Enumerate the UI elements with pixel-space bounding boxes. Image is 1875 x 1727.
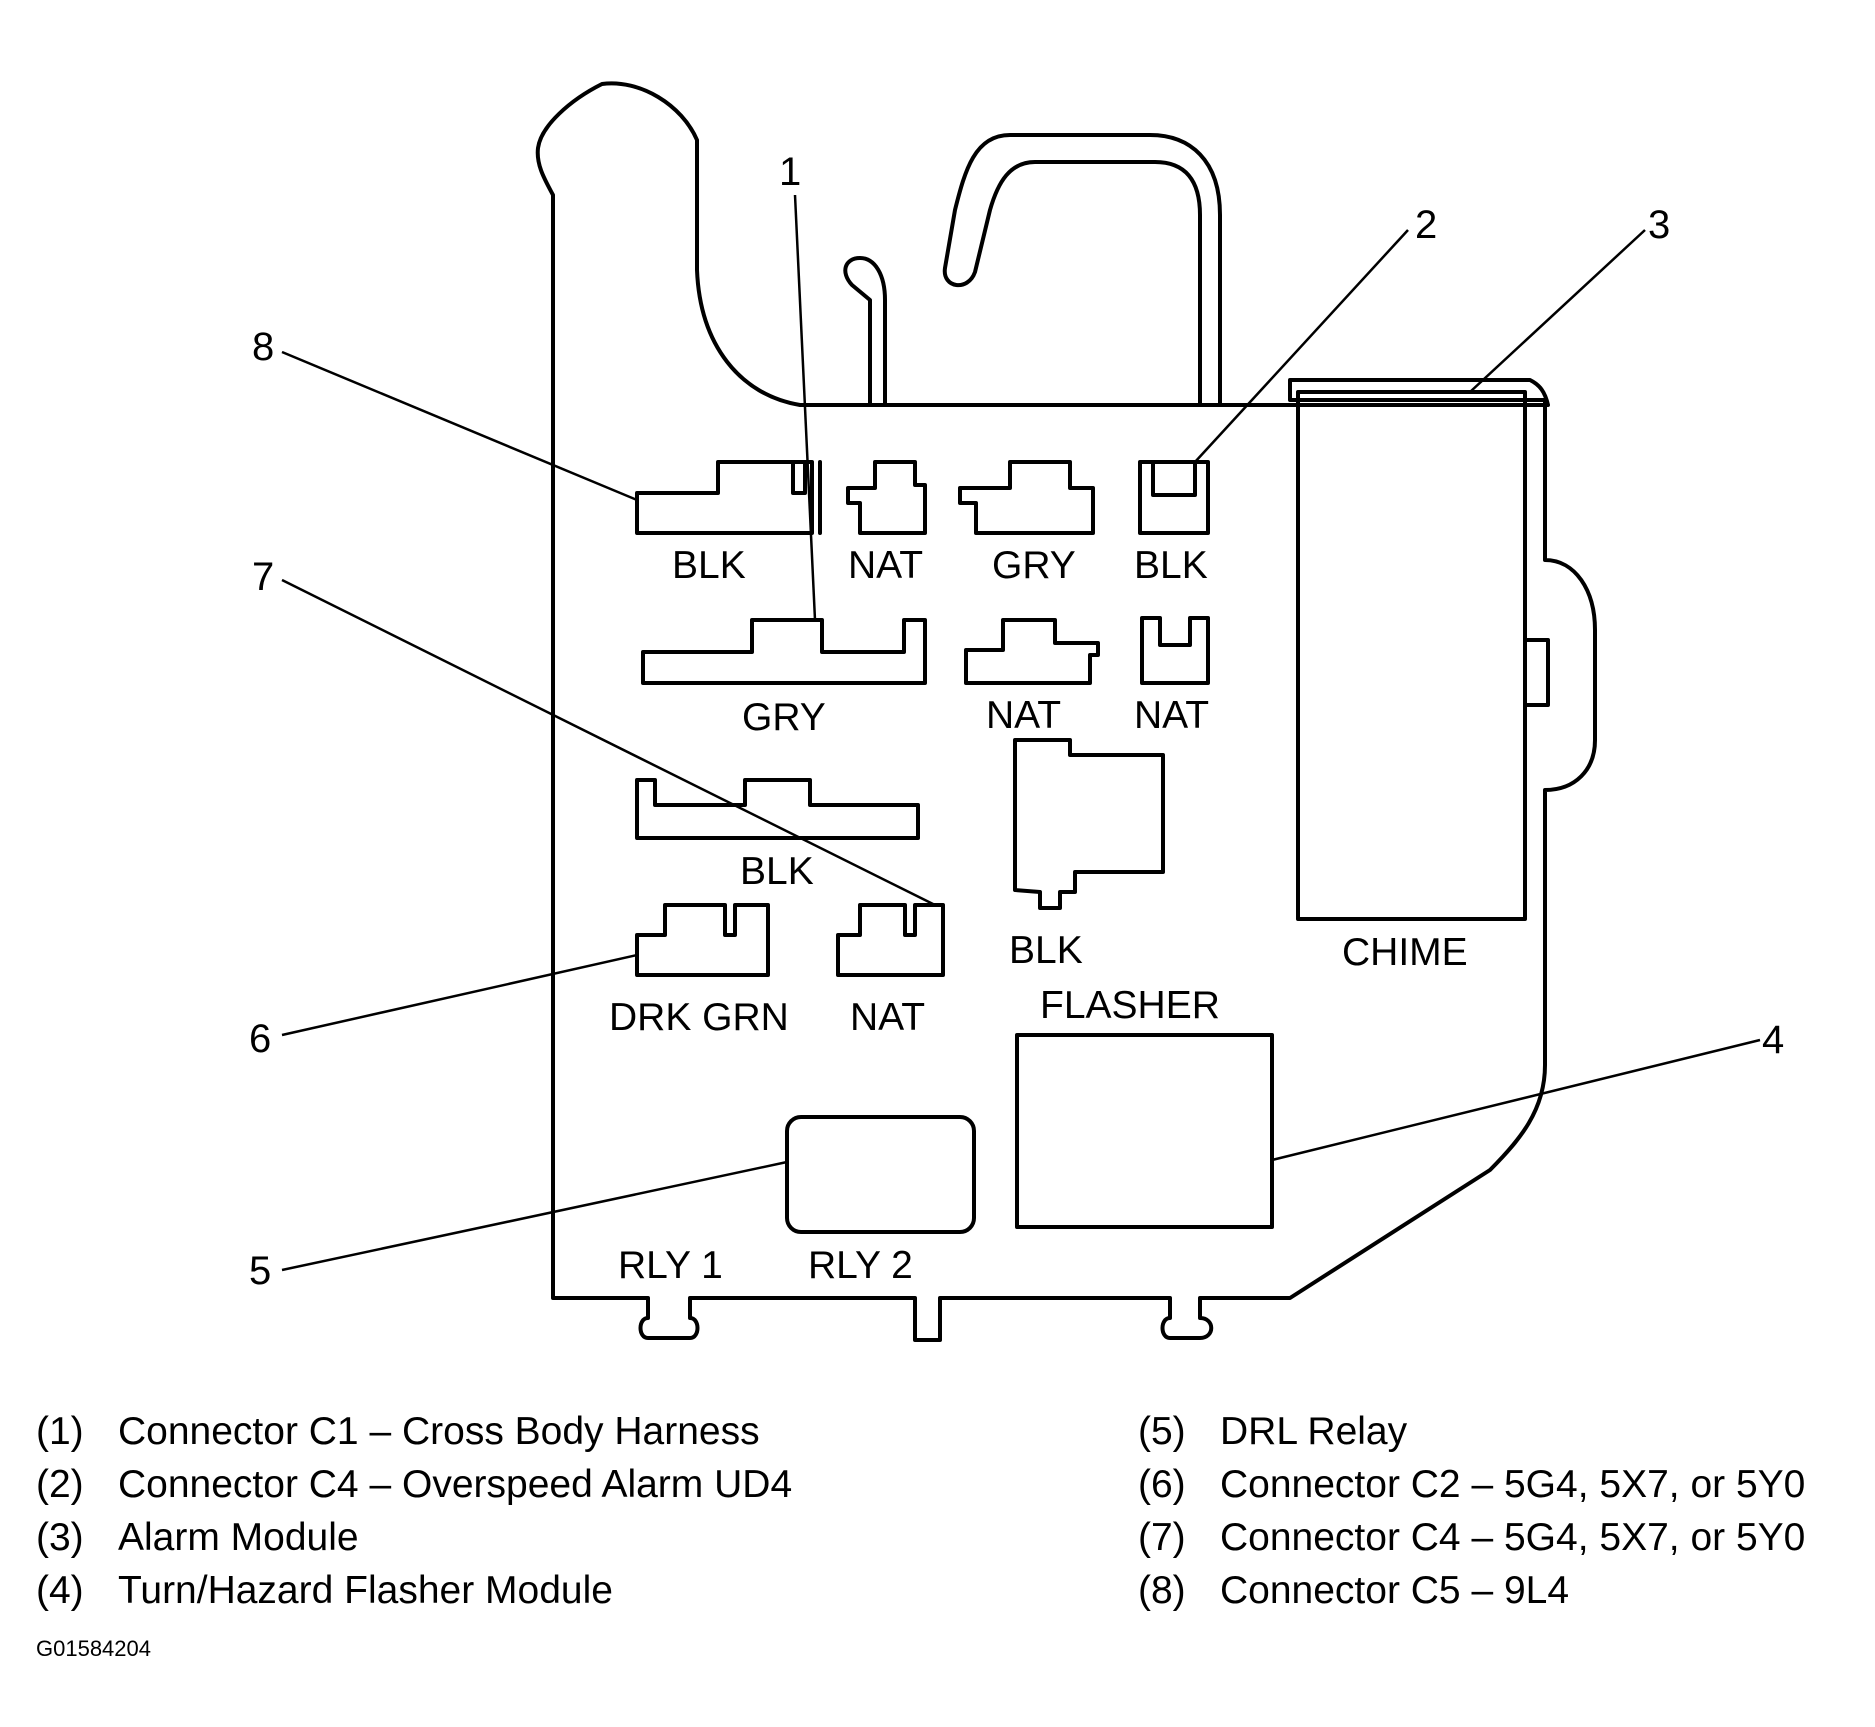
label-nat-c4: NAT: [850, 996, 925, 1039]
connector-nat-1: [846, 460, 927, 535]
callout-8: 8: [252, 325, 274, 369]
label-flasher-bracket-blk: BLK: [1009, 929, 1083, 972]
connector-c1-gry: [641, 618, 927, 685]
left-hook: [843, 256, 887, 407]
label-nat-1: NAT: [848, 544, 923, 587]
label-nat-3: NAT: [1134, 694, 1209, 737]
label-drk-grn: DRK GRN: [609, 996, 789, 1039]
label-nat-2: NAT: [986, 694, 1061, 737]
connector-gry-1: [958, 460, 1095, 535]
label-chime: CHIME: [1342, 931, 1468, 974]
label-flasher: FLASHER: [1040, 984, 1220, 1027]
callout-2: 2: [1415, 203, 1437, 247]
connector-nat-3: [1140, 616, 1210, 685]
label-gry-c1: GRY: [742, 696, 826, 739]
connector-c4-blk: [1138, 460, 1210, 535]
connector-c2-drk-grn: [635, 903, 770, 977]
chime-tab: [1523, 638, 1550, 707]
label-rly-1: RLY 1: [618, 1244, 723, 1287]
figure-id: G01584204: [36, 1636, 151, 1661]
flasher-module: [1015, 1033, 1274, 1229]
leader-3: [1469, 229, 1646, 393]
connector-c5-blk: [635, 460, 814, 535]
leader-5: [281, 1160, 788, 1272]
leader-6: [281, 953, 638, 1037]
callout-6: 6: [249, 1017, 271, 1061]
right-hook: [942, 133, 1222, 407]
housing-outline: [535, 81, 1597, 1342]
callout-3: 3: [1648, 203, 1670, 247]
callout-7: 7: [252, 555, 274, 599]
connector-c5-tab: [791, 460, 822, 535]
leader-7: [281, 578, 936, 907]
connector-c4-nat: [836, 903, 945, 977]
callout-4: 4: [1762, 1018, 1784, 1062]
drl-relay: [785, 1115, 976, 1234]
flasher-bracket: [1013, 738, 1165, 910]
label-blk-c4: BLK: [1134, 544, 1208, 587]
label-gry-1: GRY: [992, 544, 1076, 587]
label-rly-2: RLY 2: [808, 1244, 913, 1287]
label-blk-c5: BLK: [672, 544, 746, 587]
label-blk-3: BLK: [740, 850, 814, 893]
chime-module: [1296, 390, 1527, 921]
leader-1: [793, 194, 817, 621]
connector-blk-3: [635, 778, 920, 840]
connector-nat-2: [964, 618, 1100, 685]
callout-1: 1: [779, 150, 801, 194]
leader-4: [1271, 1038, 1761, 1162]
callout-5: 5: [249, 1249, 271, 1293]
leader-8: [281, 350, 638, 502]
leader-2: [1194, 229, 1409, 463]
